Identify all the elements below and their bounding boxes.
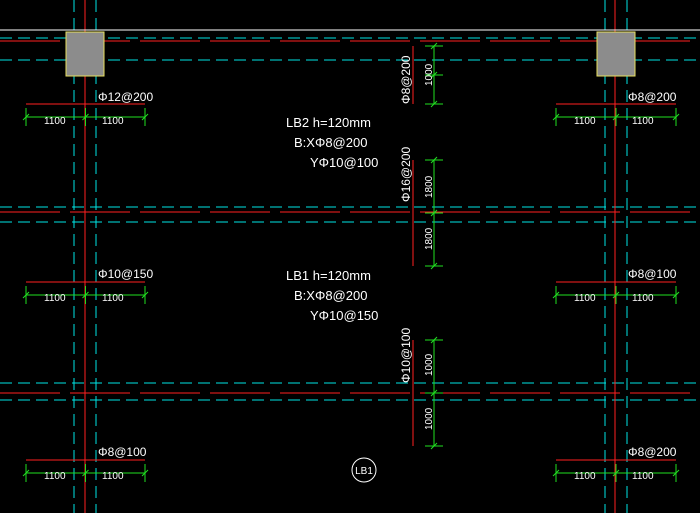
rebar-lines [22,42,680,482]
dim-slash [22,113,30,121]
bar-label[interactable]: Φ10@150 [98,267,153,281]
dim-slash [22,291,30,299]
slab-title: LB1 h=120mm [286,268,371,283]
dim-slash [430,100,438,108]
dim-text: 1100 [102,471,124,482]
slab-note-lb2[interactable]: LB2 h=120mm B:XΦ8@200 YΦ10@100 [286,115,378,170]
dim-slash [552,113,560,121]
dim-text: 1100 [632,116,654,127]
dim-slash [22,469,30,477]
bar-label-vertical[interactable]: Φ8@200 [399,55,413,104]
dim-slash [141,291,149,299]
dim-text: 1100 [102,293,124,304]
dim-slash [552,291,560,299]
dim-text: 1800 [424,227,435,250]
dim-slash [612,291,620,299]
bar-label[interactable]: Φ8@100 [628,267,677,281]
slab-bottom-x: B:XΦ8@200 [294,135,367,150]
slab-title: LB2 h=120mm [286,115,371,130]
dim-slash [82,469,89,477]
dim-text: 1100 [574,293,596,304]
bar-label[interactable]: Φ8@200 [628,445,677,459]
dim-slash [672,291,680,299]
dim-text: 1100 [574,116,596,127]
dim-text: 1100 [632,471,654,482]
slab-bottom-x: B:XΦ8@200 [294,288,367,303]
dim-slash [141,113,149,121]
dim-slash [612,469,620,477]
dim-slash [430,156,438,164]
dim-slash [430,42,438,50]
dim-text: 1100 [632,293,654,304]
dim-text: 1000 [424,407,435,430]
slab-bottom-y: YΦ10@150 [310,308,378,323]
dim-slash [430,71,438,79]
bar-label-vertical[interactable]: Φ16@200 [399,147,413,202]
dim-text: 1100 [44,471,66,482]
dim-text: 1100 [102,116,124,127]
dim-slash [430,209,438,217]
dim-slash [552,469,560,477]
dim-text: 1000 [424,353,435,376]
column[interactable] [65,31,105,77]
dim-text: 1000 [424,63,435,86]
slab-bottom-y: YΦ10@100 [310,155,378,170]
dim-slash [612,113,620,121]
dim-slash [82,113,89,121]
dim-slash [430,389,438,397]
dim-text: 1800 [424,175,435,198]
dim-slash [672,469,680,477]
dim-slash [141,469,149,477]
dim-text: 1100 [44,293,66,304]
dim-text: 1100 [44,116,66,127]
slab-tag-bubble[interactable]: LB1 [351,457,377,483]
dim-slash [672,113,680,121]
tag-circle [351,457,377,483]
slab-note-lb1[interactable]: LB1 h=120mm B:XΦ8@200 YΦ10@150 [286,268,378,323]
bar-label[interactable]: Φ8@100 [98,445,147,459]
tag-text: LB1 [355,466,373,477]
bar-label-vertical[interactable]: Φ10@100 [399,328,413,383]
dim-text: 1100 [574,471,596,482]
dim-slash [430,442,438,450]
dim-slash [82,291,89,299]
column[interactable] [596,31,636,77]
dim-slash [430,262,438,270]
bar-label[interactable]: Φ8@200 [628,90,677,104]
dim-slash [430,336,438,344]
bar-label[interactable]: Φ12@200 [98,90,153,104]
columns [65,31,636,77]
